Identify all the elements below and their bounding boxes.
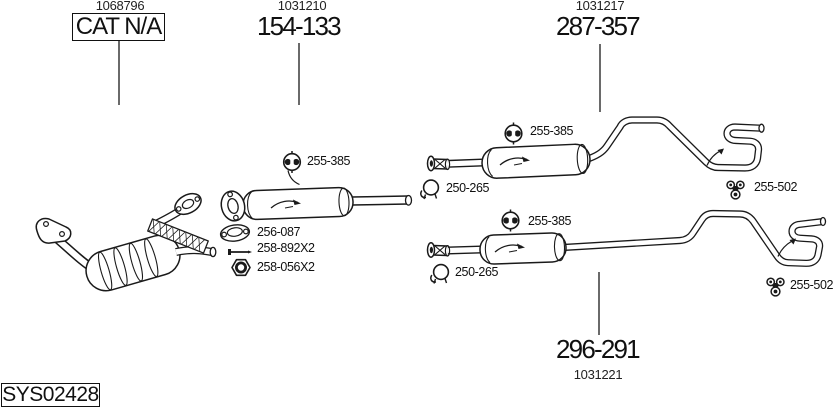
gasket-label: 256-087 [257, 225, 301, 239]
rear-bottom-catalog-number: 1031221 [573, 367, 623, 382]
gasket-icon [219, 224, 251, 242]
nut-label: 258-056X2 [257, 260, 315, 274]
hanger-icon [501, 208, 520, 233]
nut-icon [231, 258, 251, 277]
hanger-icon [504, 121, 523, 146]
clamp-icon [430, 263, 450, 285]
middle-muffler-catalog-number: 1031210 [277, 0, 327, 13]
middle-muffler-part-number: 154-133 [257, 11, 342, 41]
manifold-flange [174, 192, 202, 216]
rubber-mount-icon [766, 277, 785, 297]
flex-braid [147, 218, 209, 254]
catalyst-catalog-number: 1068796 [95, 0, 145, 13]
rear-system-top-drawing [420, 116, 765, 200]
muffler-inlet-flange [220, 190, 246, 222]
rubber-mount-icon [726, 180, 745, 200]
rear-top-hanger-label: 255-385 [530, 124, 574, 138]
rear-top-clamp-label: 250-265 [446, 181, 490, 195]
hanger-icon [282, 150, 302, 174]
flared-inlet-joint [428, 243, 450, 257]
rear-bottom-part-number: 296-291 [556, 334, 641, 364]
system-code: SYS02428 [2, 383, 99, 406]
rear-top-catalog-number: 1031217 [575, 0, 625, 13]
bolt-icon [228, 249, 252, 255]
rear-bottom-clamp-label: 250-265 [455, 265, 499, 279]
clamp-icon [420, 179, 440, 200]
middle-muffler-drawing [219, 150, 413, 277]
front-flange [35, 217, 72, 244]
rear-top-mount-label: 255-502 [754, 180, 798, 194]
rear-system-bottom-drawing [428, 208, 827, 297]
bolt-label: 258-892X2 [257, 241, 315, 255]
rear-bottom-hanger-label: 255-385 [528, 214, 572, 228]
label-leader-lines [118, 41, 601, 335]
system-code-box: SYS02428 [1, 383, 100, 407]
catalyst-part-number: CAT N/A [75, 13, 162, 40]
catalyst-part-number-box: CAT N/A [72, 13, 165, 41]
rear-bottom-mount-label: 255-502 [790, 278, 834, 292]
middle-hanger-label: 255-385 [307, 154, 351, 168]
flared-inlet-joint [428, 156, 450, 170]
rear-top-part-number: 287-357 [556, 11, 641, 41]
catalyst-front-pipe-drawing [35, 192, 217, 292]
